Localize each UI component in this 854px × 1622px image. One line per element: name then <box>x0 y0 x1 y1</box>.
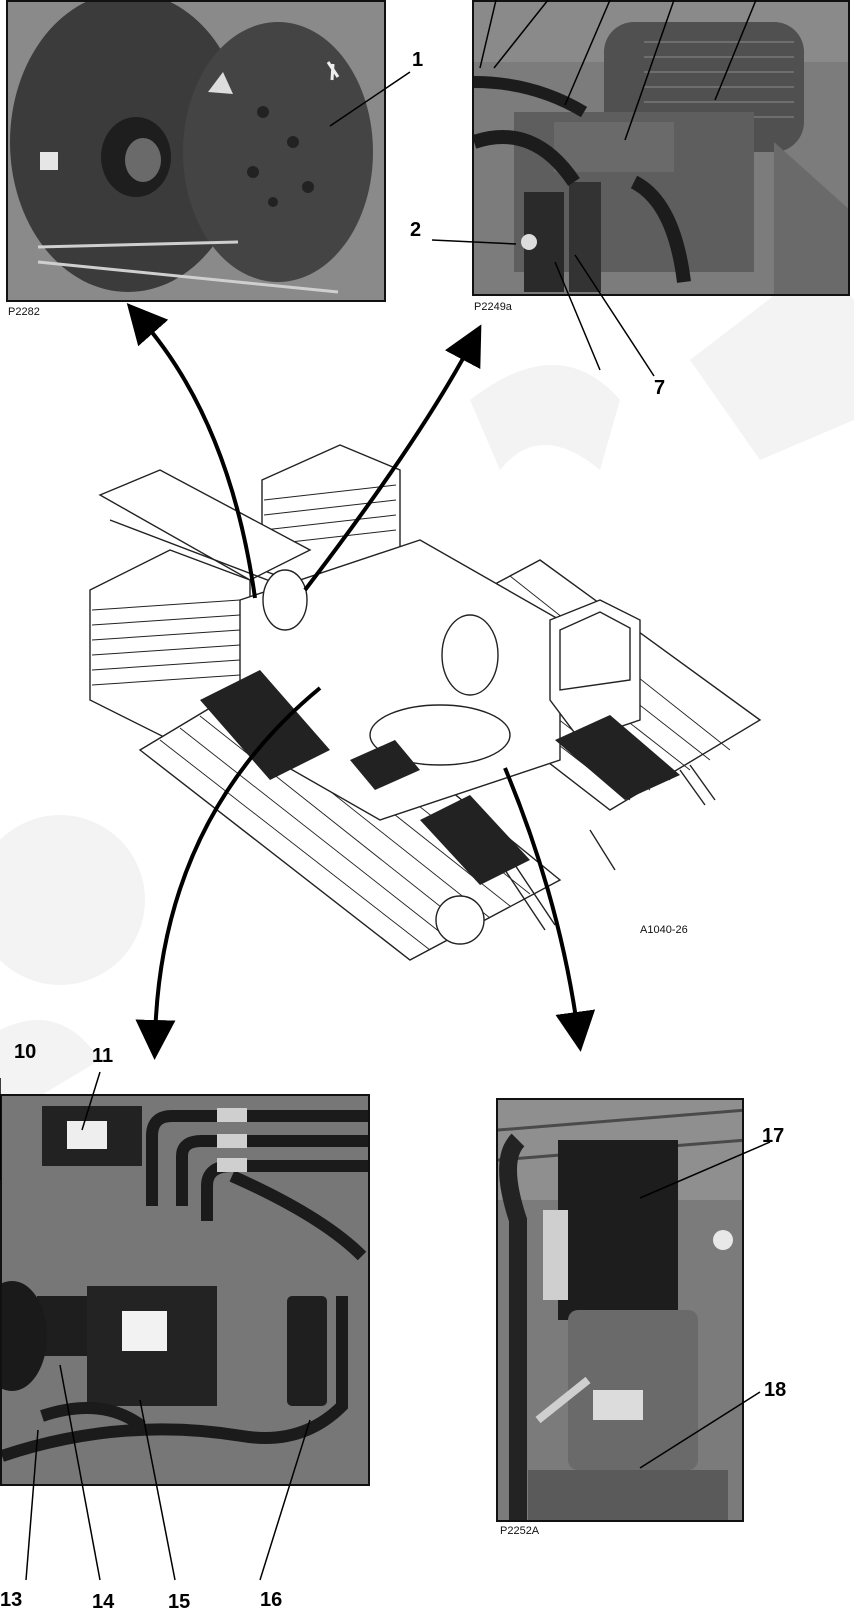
callout-10: 10 <box>14 1042 36 1062</box>
callout-2: 2 <box>410 220 421 240</box>
callout-18: 18 <box>764 1380 786 1400</box>
callout-11: 11 <box>92 1046 113 1066</box>
photo-valve-panel <box>0 1094 370 1486</box>
photo-hydraulic-tank <box>472 0 850 296</box>
callout-1: 1 <box>412 50 423 70</box>
photo-hose-reel <box>6 0 386 302</box>
callout-14: 14 <box>92 1592 114 1612</box>
callout-15: 15 <box>168 1592 190 1612</box>
photo-id-label: P2249a <box>474 302 512 313</box>
crawler-crane-illustration <box>0 430 854 1030</box>
callout-17: 17 <box>762 1126 784 1146</box>
callout-16: 16 <box>260 1590 282 1610</box>
photo-id-label: P2282 <box>8 307 40 318</box>
callout-13: 13 <box>0 1590 22 1610</box>
drawing-id-label: A1040-26 <box>640 925 688 936</box>
callout-7: 7 <box>654 378 665 398</box>
photo-swing-drive <box>496 1098 744 1522</box>
photo-id-label: P2252A <box>500 1526 539 1537</box>
